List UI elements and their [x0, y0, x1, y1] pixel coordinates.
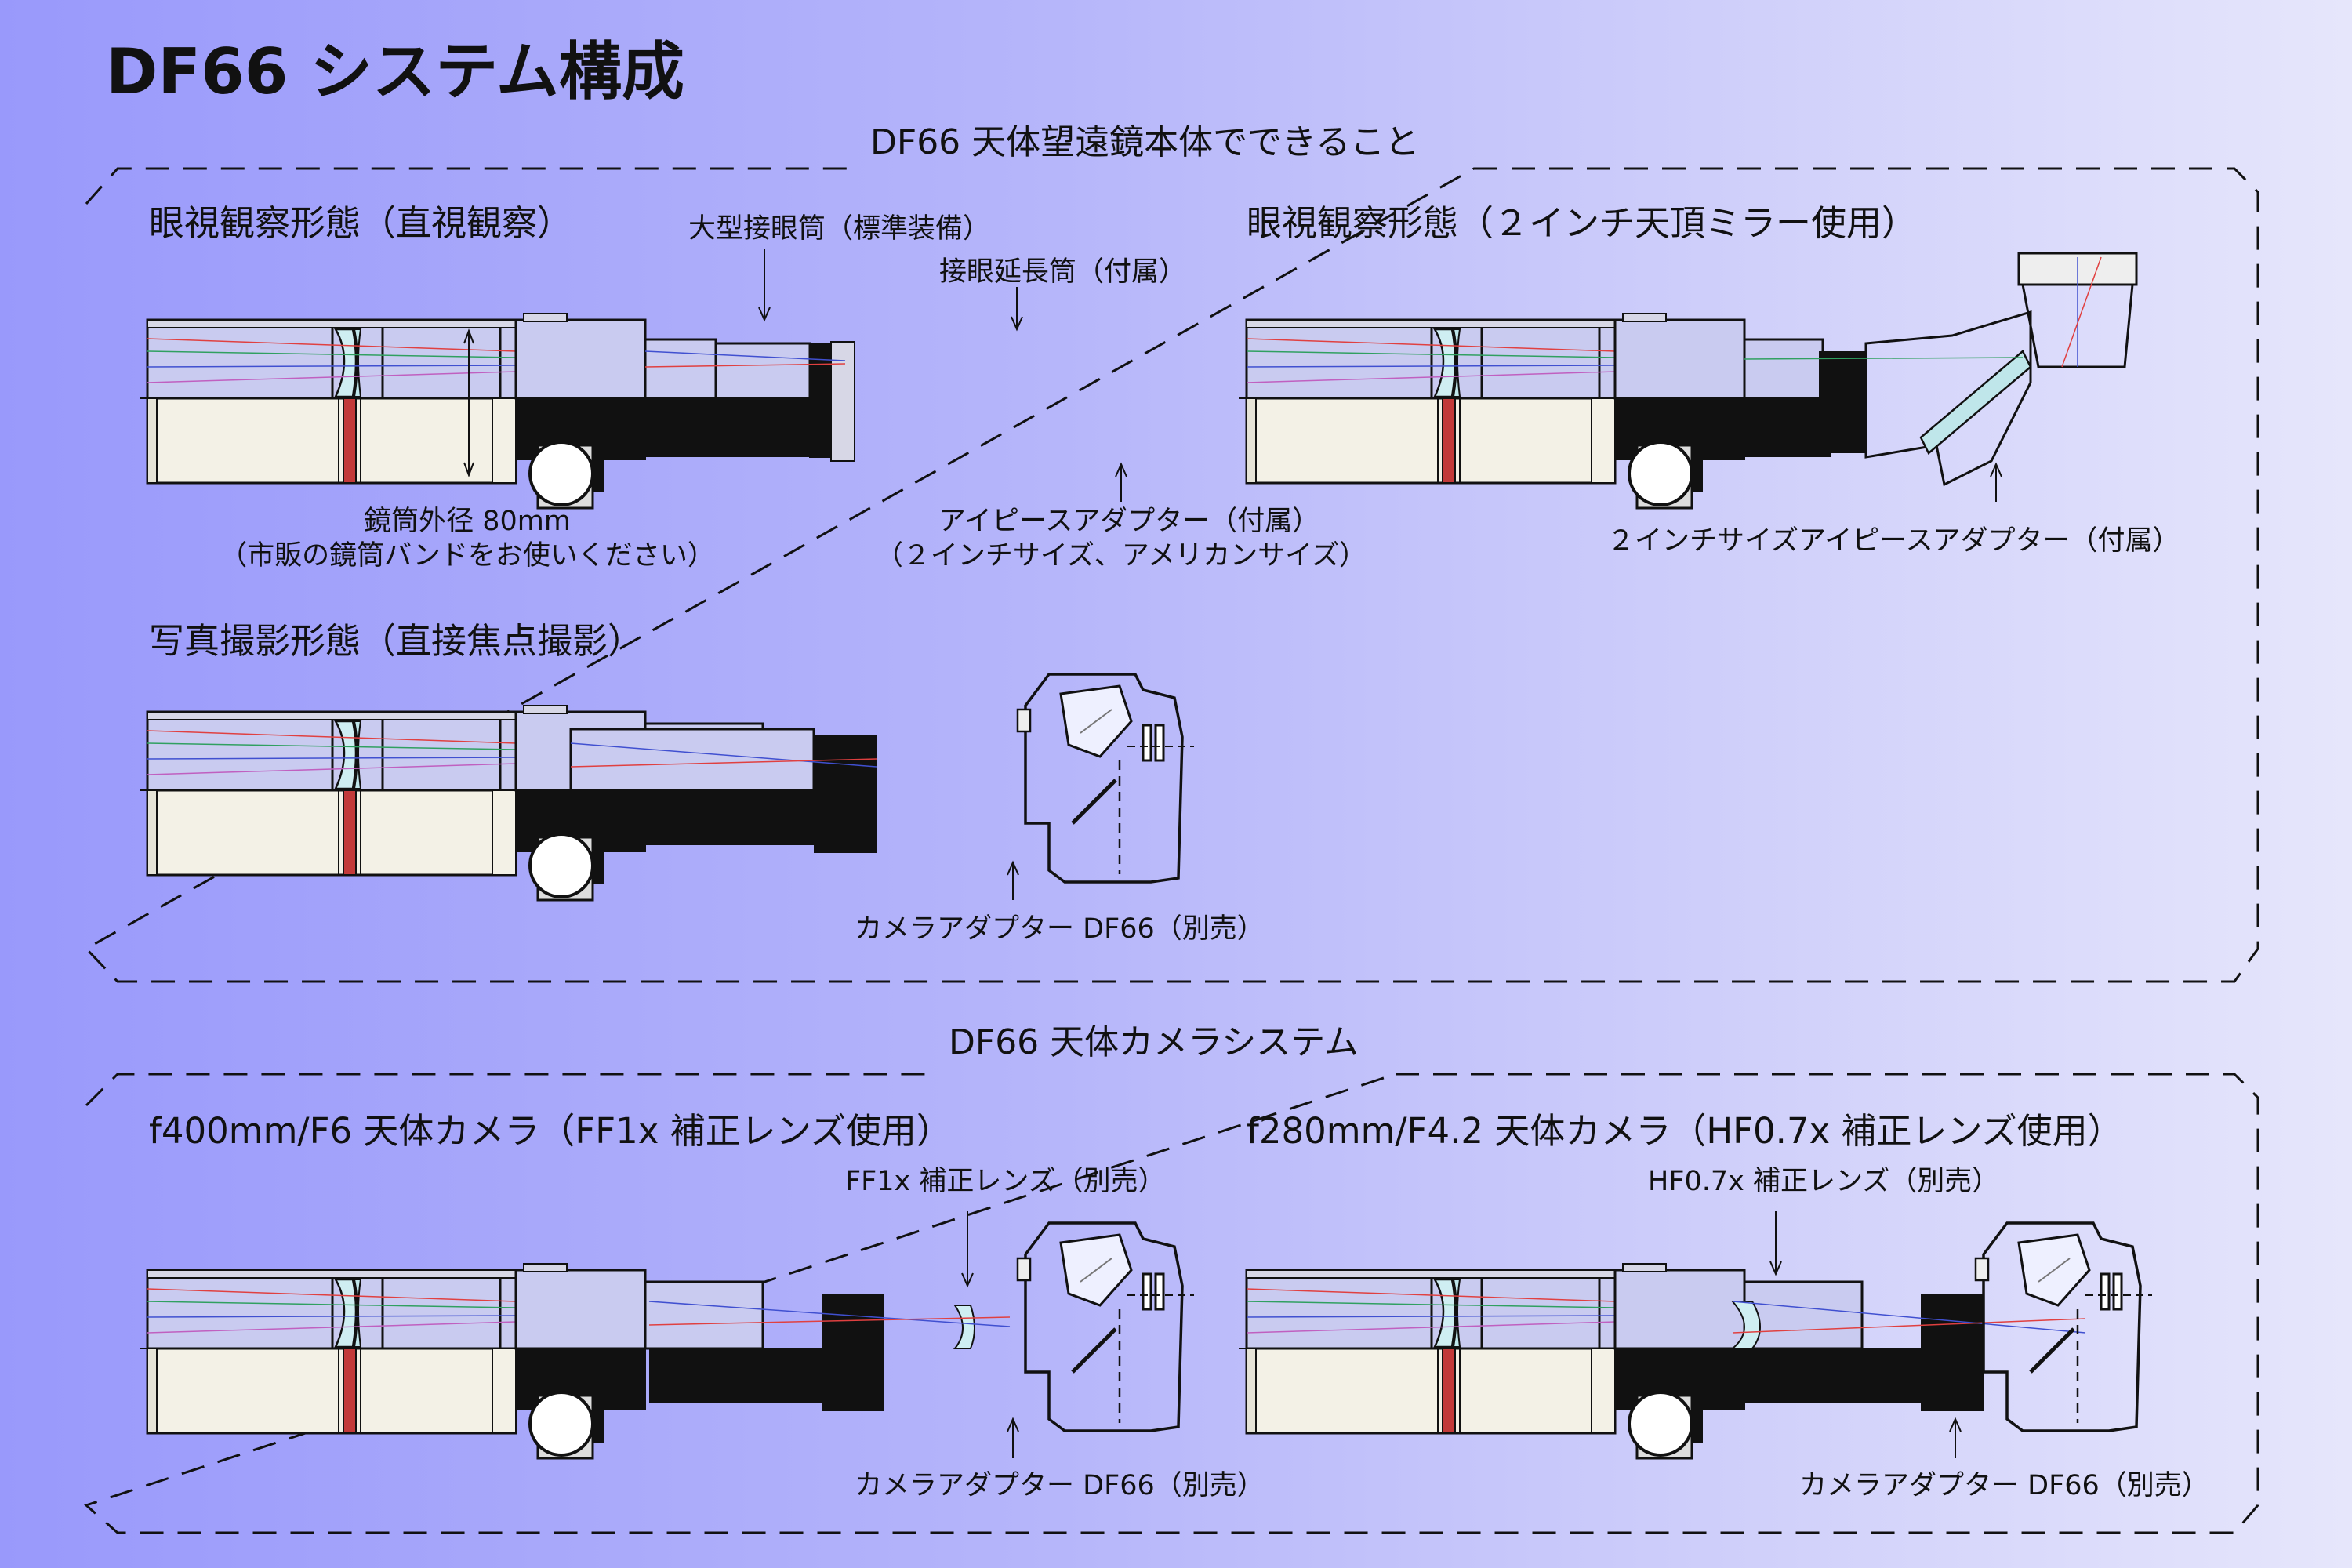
caption-visual-diagonal: 眼視観察形態（２インチ天頂ミラー使用）: [1247, 202, 1918, 244]
caption-f400: f400mm/F6 天体カメラ（FF1x 補正レンズ使用）: [149, 1110, 952, 1152]
telescope-f400-camera: [138, 1223, 1194, 1460]
telescope-visual-diagonal: [1237, 252, 2138, 510]
caption-photo-direct: 写真撮影形態（直接焦点撮影）: [149, 620, 644, 662]
caption-visual-direct: 眼視観察形態（直視観察）: [149, 202, 573, 244]
caption-f280: f280mm/F4.2 天体カメラ（HF0.7x 補正レンズ使用）: [1247, 1110, 2123, 1152]
label-eyepiece-adapter-sizes: （２インチサイズ、アメリカンサイズ）: [875, 540, 1367, 572]
telescope-f280-camera: [1237, 1223, 2152, 1460]
label-extension-tube: 接眼延長筒（付属）: [939, 256, 1187, 288]
label-hf07x-corrector: HF0.7x 補正レンズ（別売）: [1648, 1166, 2000, 1197]
telescope-visual-direct: [138, 312, 855, 510]
label-camera-adapter-f400: カメラアダプター DF66（別売）: [855, 1470, 1265, 1501]
section-frame-bottom: [84, 1073, 2259, 1534]
label-2inch-adapter: ２インチサイズアイピースアダプター（付属）: [1607, 525, 2180, 557]
section-frame-top: [84, 167, 2259, 983]
label-eyepiece-tube: 大型接眼筒（標準装備）: [688, 213, 991, 245]
page-title: DF66 システム構成: [106, 35, 684, 108]
section2-title: DF66 天体カメラシステム: [949, 1022, 1359, 1062]
label-eyepiece-adapter: アイピースアダプター（付属）: [938, 506, 1320, 537]
telescope-photo-direct: [138, 674, 1194, 902]
label-tube-band-note: （市販の鏡筒バンドをお使いください）: [220, 540, 715, 572]
label-camera-adapter-f280: カメラアダプター DF66（別売）: [1799, 1470, 2209, 1501]
label-tube-diameter: 鏡筒外径 80mm: [364, 506, 571, 537]
label-ff1x-corrector: FF1x 補正レンズ（別売）: [845, 1166, 1166, 1197]
label-camera-adapter-photo: カメラアダプター DF66（別売）: [855, 913, 1265, 945]
section1-title: DF66 天体望遠鏡本体でできること: [870, 122, 1420, 162]
